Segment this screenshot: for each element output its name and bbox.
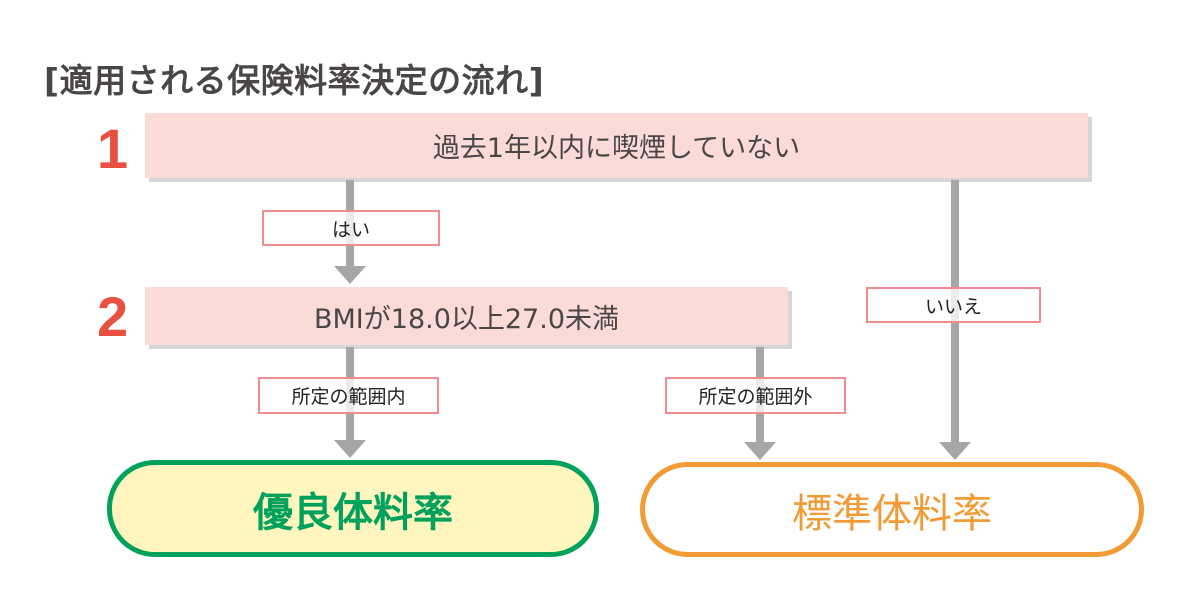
arrow-head-icon xyxy=(334,440,366,458)
result-standard-rate: 標準体料率 xyxy=(640,462,1144,557)
condition-box-bmi: BMIが18.0以上27.0未満 xyxy=(145,287,788,345)
step-number-1: 1 xyxy=(97,117,129,180)
result-standard-label: 標準体料率 xyxy=(792,490,992,537)
condition-box-smoking: 過去1年以内に喫煙していない xyxy=(145,113,1088,178)
arrow-head-icon xyxy=(744,442,776,460)
arrow-head-icon xyxy=(939,442,971,460)
branch-label-yes: はい xyxy=(262,210,440,246)
branch-label-within-range: 所定の範囲内 xyxy=(258,377,439,414)
step-number-2: 2 xyxy=(97,285,129,348)
arrow-head-icon xyxy=(334,266,366,284)
condition-text-smoking: 過去1年以内に喫煙していない xyxy=(432,133,801,164)
result-preferred-label: 優良体料率 xyxy=(253,489,453,536)
condition-text-bmi: BMIが18.0以上27.0未満 xyxy=(313,303,619,335)
result-preferred-rate: 優良体料率 xyxy=(107,460,599,557)
diagram-title: [適用される保険料率決定の流れ] xyxy=(44,61,545,100)
branch-label-no: いいえ xyxy=(866,287,1041,323)
branch-label-outside-range: 所定の範囲外 xyxy=(665,377,846,414)
